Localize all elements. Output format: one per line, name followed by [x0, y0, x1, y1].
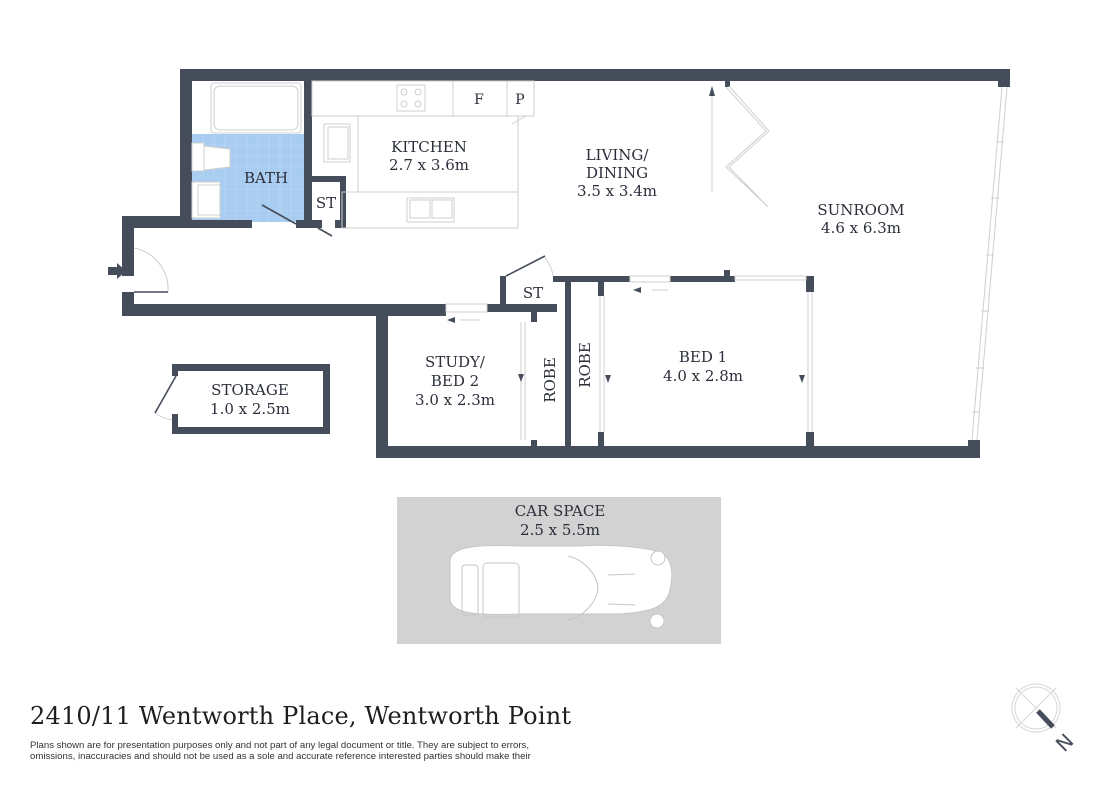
- compass-icon: N: [1011, 683, 1079, 757]
- car-space-label: CAR SPACE: [515, 502, 606, 520]
- storage-size: 1.0 x 2.5m: [210, 400, 290, 418]
- entry-arrow-icon: [108, 263, 126, 279]
- car-icon: [449, 544, 673, 629]
- bed1-label: BED 1: [679, 348, 727, 366]
- sunroom-label: SUNROOM: [817, 201, 904, 219]
- study-size: 3.0 x 2.3m: [415, 391, 495, 409]
- door-leaves: [134, 204, 546, 414]
- kitchen-label: KITCHEN: [391, 138, 467, 156]
- direction-arrows: [447, 86, 805, 383]
- storage-label: STORAGE: [211, 381, 289, 399]
- property-address: 2410/11 Wentworth Place, Wentworth Point: [30, 702, 572, 730]
- robe-bed1-label: ROBE: [576, 342, 594, 388]
- sunroom-size: 4.6 x 6.3m: [821, 219, 901, 237]
- pantry-label: P: [515, 92, 524, 108]
- walls: [122, 69, 1010, 458]
- bath-label: BATH: [244, 169, 288, 187]
- compass-north-label: N: [1051, 729, 1079, 757]
- bed1-size: 4.0 x 2.8m: [663, 367, 743, 385]
- living-label-line1: LIVING/: [586, 146, 650, 164]
- st-upper-label: ST: [316, 194, 336, 212]
- st-lower-label: ST: [523, 284, 543, 302]
- kitchen-size: 2.7 x 3.6m: [389, 156, 469, 174]
- study-label-line1: STUDY/: [425, 353, 486, 371]
- living-size: 3.5 x 3.4m: [577, 182, 657, 200]
- living-label-line2: DINING: [586, 164, 648, 182]
- robe-study-label: ROBE: [541, 357, 559, 403]
- sunroom-window: [971, 86, 1008, 441]
- fixtures: [133, 80, 813, 440]
- car-space-size: 2.5 x 5.5m: [520, 521, 600, 539]
- fridge-label: F: [474, 92, 484, 108]
- study-label-line2: BED 2: [431, 372, 479, 390]
- disclaimer-text: Plans shown are for presentation purpose…: [30, 740, 531, 762]
